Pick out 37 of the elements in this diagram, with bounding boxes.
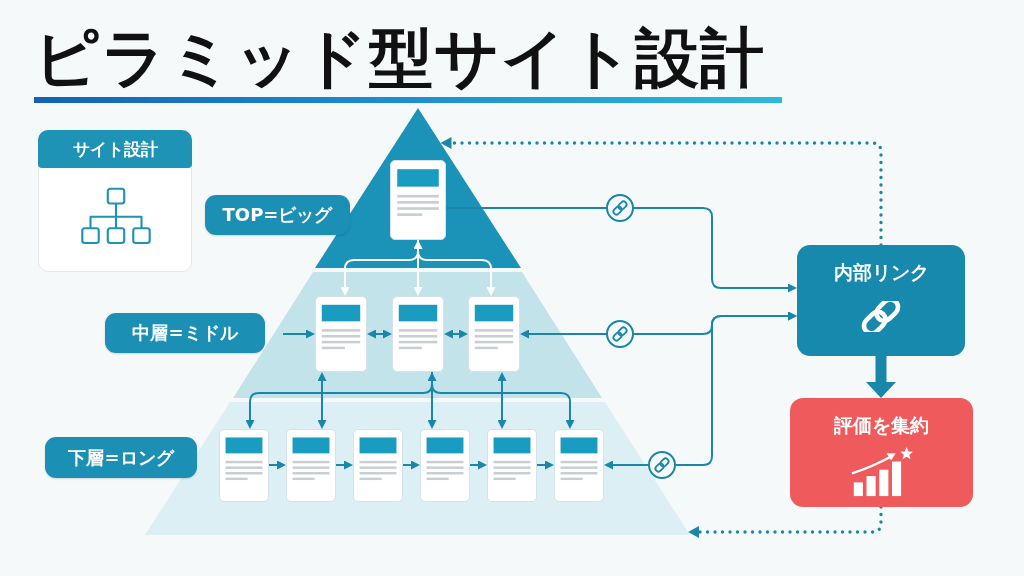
dotted-arrow bbox=[688, 505, 883, 538]
arrow bbox=[268, 460, 286, 470]
arrow bbox=[427, 372, 437, 429]
arrow bbox=[604, 311, 797, 470]
document-icon bbox=[353, 429, 403, 502]
document-icon bbox=[286, 429, 336, 502]
result-box bbox=[790, 398, 973, 507]
card-header: サイト設計 bbox=[38, 130, 192, 168]
tier-label: 中層=ミドル bbox=[105, 313, 265, 353]
arrow bbox=[413, 240, 423, 296]
arrow bbox=[402, 460, 420, 470]
block-arrow bbox=[866, 356, 896, 398]
arrow bbox=[469, 460, 487, 470]
box-label: 評価を集約 bbox=[834, 413, 929, 438]
document-icon bbox=[554, 429, 604, 502]
document-icon bbox=[392, 296, 444, 372]
arrow bbox=[282, 329, 315, 339]
arrow bbox=[445, 207, 797, 293]
arrow bbox=[335, 460, 353, 470]
tier-label: 下層=ロング bbox=[45, 437, 197, 478]
box-label: 内部リンク bbox=[833, 260, 929, 285]
document-icon bbox=[390, 160, 446, 240]
dotted-arrow bbox=[440, 137, 883, 247]
process-box bbox=[797, 245, 965, 356]
arrow bbox=[444, 329, 468, 339]
document-icon bbox=[315, 296, 367, 372]
arrow bbox=[536, 460, 554, 470]
info-card bbox=[38, 130, 192, 272]
arrow bbox=[367, 329, 392, 339]
document-icon bbox=[487, 429, 537, 502]
arrow bbox=[497, 372, 507, 429]
document-icon bbox=[420, 429, 470, 502]
tier-label: TOP=ビッグ bbox=[205, 195, 350, 235]
document-icon bbox=[219, 429, 269, 502]
arrow bbox=[317, 372, 327, 429]
page-title: ピラミッド型サイト設計 bbox=[34, 20, 765, 97]
document-icon bbox=[468, 296, 520, 372]
